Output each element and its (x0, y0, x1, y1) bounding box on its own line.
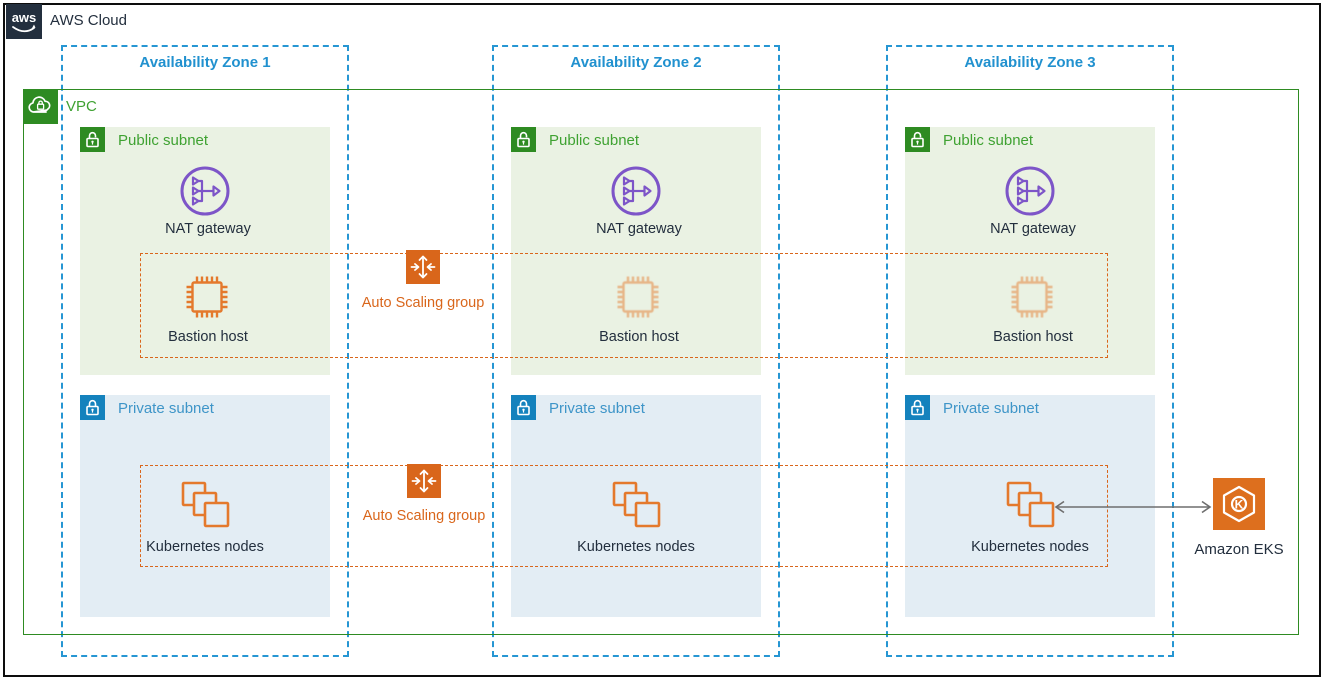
private-subnet-icon (80, 395, 105, 425)
private-subnet-label: Private subnet (118, 400, 214, 417)
nat-gateway-icon (1004, 165, 1056, 222)
private-subnet-label: Private subnet (549, 400, 645, 417)
nat-gateway-icon (179, 165, 231, 222)
svg-text:aws: aws (12, 10, 37, 25)
bastion-host-label: Bastion host (168, 329, 248, 345)
private-subnet-icon (905, 395, 930, 425)
nat-gateway-label: NAT gateway (596, 221, 682, 237)
auto-scaling-group-bastion (140, 253, 1108, 358)
nat-gateway-label: NAT gateway (165, 221, 251, 237)
public-subnet-label: Public subnet (549, 132, 640, 149)
bastion-host-icon (615, 274, 661, 325)
auto-scaling-group-nodes (140, 465, 1108, 567)
nat-gateway-label: NAT gateway (990, 221, 1076, 237)
amazon-eks-icon: K (1213, 478, 1265, 535)
kubernetes-nodes-label: Kubernetes nodes (971, 539, 1089, 555)
kubernetes-nodes-icon (1006, 481, 1056, 534)
availability-zone-1 (61, 45, 349, 657)
aws-logo-icon: aws (6, 4, 42, 44)
public-subnet-label: Public subnet (118, 132, 209, 149)
auto-scaling-group-label: Auto Scaling group (362, 508, 486, 524)
aws-cloud-container (3, 3, 1321, 677)
vpc-container (23, 89, 1299, 635)
bastion-host-icon (184, 274, 230, 325)
availability-zone-1-label: Availability Zone 1 (139, 54, 271, 71)
aws-cloud-label: AWS Cloud (50, 12, 127, 29)
availability-zone-2-label: Availability Zone 2 (570, 54, 702, 71)
auto-scaling-group-icon (407, 464, 441, 498)
kubernetes-nodes-label: Kubernetes nodes (577, 539, 695, 555)
eks-connection-arrow (1052, 499, 1214, 520)
amazon-eks-label: Amazon EKS (1194, 541, 1284, 558)
auto-scaling-group-icon (406, 250, 440, 284)
vpc-icon (23, 89, 58, 129)
kubernetes-nodes-icon (612, 481, 662, 534)
bastion-host-label: Bastion host (993, 329, 1073, 345)
availability-zone-3-label: Availability Zone 3 (964, 54, 1096, 71)
vpc-label: VPC (66, 98, 97, 115)
availability-zone-3 (886, 45, 1174, 657)
public-subnet-icon (905, 127, 930, 157)
public-subnet-icon (511, 127, 536, 157)
bastion-host-label: Bastion host (599, 329, 679, 345)
public-subnet-label: Public subnet (943, 132, 1034, 149)
private-subnet-label: Private subnet (943, 400, 1039, 417)
kubernetes-nodes-label: Kubernetes nodes (146, 539, 264, 555)
svg-text:K: K (1235, 498, 1244, 512)
public-subnet-icon (80, 127, 105, 157)
auto-scaling-group-label: Auto Scaling group (361, 295, 485, 311)
kubernetes-nodes-icon (181, 481, 231, 534)
private-subnet-icon (511, 395, 536, 425)
nat-gateway-icon (610, 165, 662, 222)
bastion-host-icon (1009, 274, 1055, 325)
availability-zone-2 (492, 45, 780, 657)
